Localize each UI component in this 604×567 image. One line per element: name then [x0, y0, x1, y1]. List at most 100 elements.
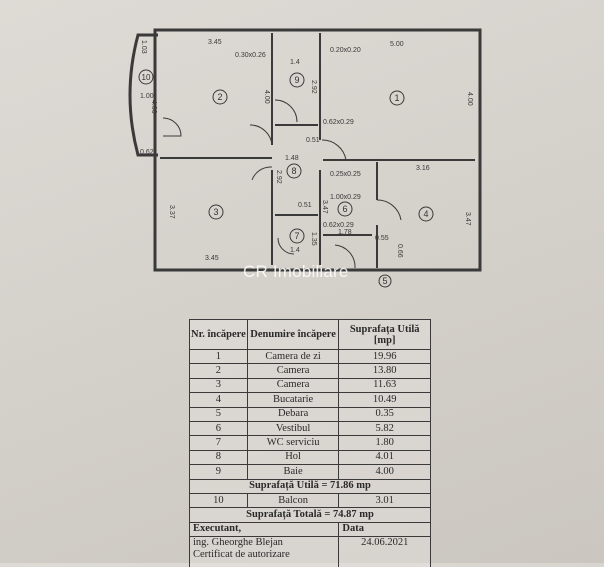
dim: 0.62x0.29 — [323, 119, 354, 126]
cell-name: Balcon — [246, 492, 340, 509]
cell-name: Camera — [246, 377, 340, 394]
dim: 4.00 — [263, 90, 270, 104]
cell-area: 13.80 — [338, 363, 431, 379]
dim: 1.03 — [140, 40, 147, 54]
dim: 0.62 — [140, 149, 154, 156]
dim: 1.00 — [140, 93, 154, 100]
area-table: Nr. încăpere Denumire încăpere Suprafața… — [188, 319, 431, 567]
util-total-row: Suprafață Utilă = 71.86 mp — [189, 478, 431, 494]
cell-name: Camera — [246, 363, 340, 379]
dim: 3.47 — [464, 212, 471, 226]
room-marker: 2 — [212, 89, 228, 105]
svg-text:8: 8 — [291, 166, 296, 176]
cell-area: 4.00 — [338, 464, 431, 480]
dim: 1.00x0.29 — [330, 194, 361, 201]
cell-nr: 5 — [189, 406, 248, 422]
cell-nr: 9 — [189, 464, 248, 480]
room-marker: 4 — [418, 206, 434, 222]
table-row: 10 Balcon 3.01 — [189, 492, 431, 509]
dim: 1.78 — [338, 229, 352, 236]
cell-name: Debara — [246, 406, 340, 422]
cell-area: 1.80 — [338, 435, 431, 451]
room-marker: 9 — [289, 72, 305, 88]
dim: 0.25x0.25 — [330, 171, 361, 178]
cell-name: Baie — [246, 464, 340, 480]
cell-nr: 3 — [189, 377, 248, 394]
cell-area: 4.01 — [338, 449, 431, 466]
room-marker: 3 — [208, 204, 224, 220]
svg-text:10: 10 — [142, 73, 151, 82]
cell-name: Camera de zi — [246, 348, 340, 365]
dim: 3.45 — [205, 255, 219, 262]
certificate: Certificat de autorizare — [193, 549, 290, 561]
column-header: Denumire încăpere — [246, 319, 340, 350]
svg-text:1: 1 — [394, 93, 399, 103]
column-header: Nr. încăpere — [189, 319, 248, 350]
dim: 0.51 — [306, 137, 320, 144]
room-marker: 8 — [286, 163, 302, 179]
dim: 4.00 — [466, 92, 473, 106]
cell-nr: 2 — [189, 363, 248, 379]
cell-area: 19.96 — [338, 348, 431, 365]
svg-text:3: 3 — [213, 207, 218, 217]
svg-text:2: 2 — [217, 92, 222, 102]
dim: 0.66 — [396, 244, 403, 258]
cell-nr: 10 — [189, 492, 248, 509]
dim: 3.45 — [208, 39, 222, 46]
room-marker: 6 — [337, 201, 353, 217]
grand-total-row: Suprafață Totală = 74.87 mp — [189, 507, 431, 523]
svg-text:7: 7 — [294, 231, 299, 241]
date-label: Data — [338, 521, 431, 538]
svg-text:9: 9 — [294, 75, 299, 85]
cell-area: 5.82 — [338, 420, 431, 437]
date-value: 24.06.2021 — [338, 536, 431, 567]
executant-name: ing. Gheorghe Blejan — [193, 537, 283, 549]
dim: 4.00 — [150, 100, 157, 114]
svg-text:4: 4 — [423, 209, 428, 219]
cell-name: Bucatarie — [246, 392, 340, 408]
cell-name: Vestibul — [246, 420, 340, 437]
dim: 0.62x0.29 — [323, 222, 354, 229]
executant-info: ing. Gheorghe Blejan Certificat de autor… — [188, 536, 340, 567]
floor-plan: 3.45 0.30x0.26 1.4 0.20x0.20 5.00 0.62x0… — [128, 28, 482, 288]
cell-area: 11.63 — [338, 377, 431, 394]
dim: 2.92 — [310, 80, 317, 94]
dim: 1.4 — [290, 59, 300, 66]
svg-text:6: 6 — [342, 204, 347, 214]
svg-text:5: 5 — [382, 276, 387, 286]
dim: 1.48 — [285, 155, 299, 162]
cell-nr: 4 — [189, 392, 248, 408]
cell-nr: 6 — [189, 420, 248, 437]
column-header: Suprafața Utilă [mp] — [338, 319, 431, 350]
executant-label: Executant, — [188, 521, 340, 538]
dim: 3.47 — [321, 200, 328, 214]
dim: 0.51 — [298, 202, 312, 209]
cell-name: Hol — [246, 449, 340, 466]
cell-name: WC serviciu — [246, 435, 340, 451]
dim: 0.55 — [375, 235, 389, 242]
room-marker: 10 — [138, 69, 154, 85]
cell-nr: 1 — [189, 348, 248, 365]
dim: 0.30x0.26 — [235, 52, 266, 59]
table-header: Nr. încăpere Denumire încăpere Suprafața… — [189, 319, 431, 350]
cell-area: 0.35 — [338, 406, 431, 422]
dim: 0.20x0.20 — [330, 47, 361, 54]
cell-nr: 8 — [189, 449, 248, 466]
cell-area: 10.49 — [338, 392, 431, 408]
room-marker: 7 — [289, 228, 305, 244]
dim: 3.37 — [168, 205, 175, 219]
dim: 2.92 — [275, 170, 282, 184]
dim: 1.4 — [290, 247, 300, 254]
room-marker: 1 — [389, 90, 405, 106]
room-marker: 5 — [378, 274, 392, 288]
cell-area: 3.01 — [338, 492, 431, 509]
dim: 1.35 — [310, 232, 317, 246]
